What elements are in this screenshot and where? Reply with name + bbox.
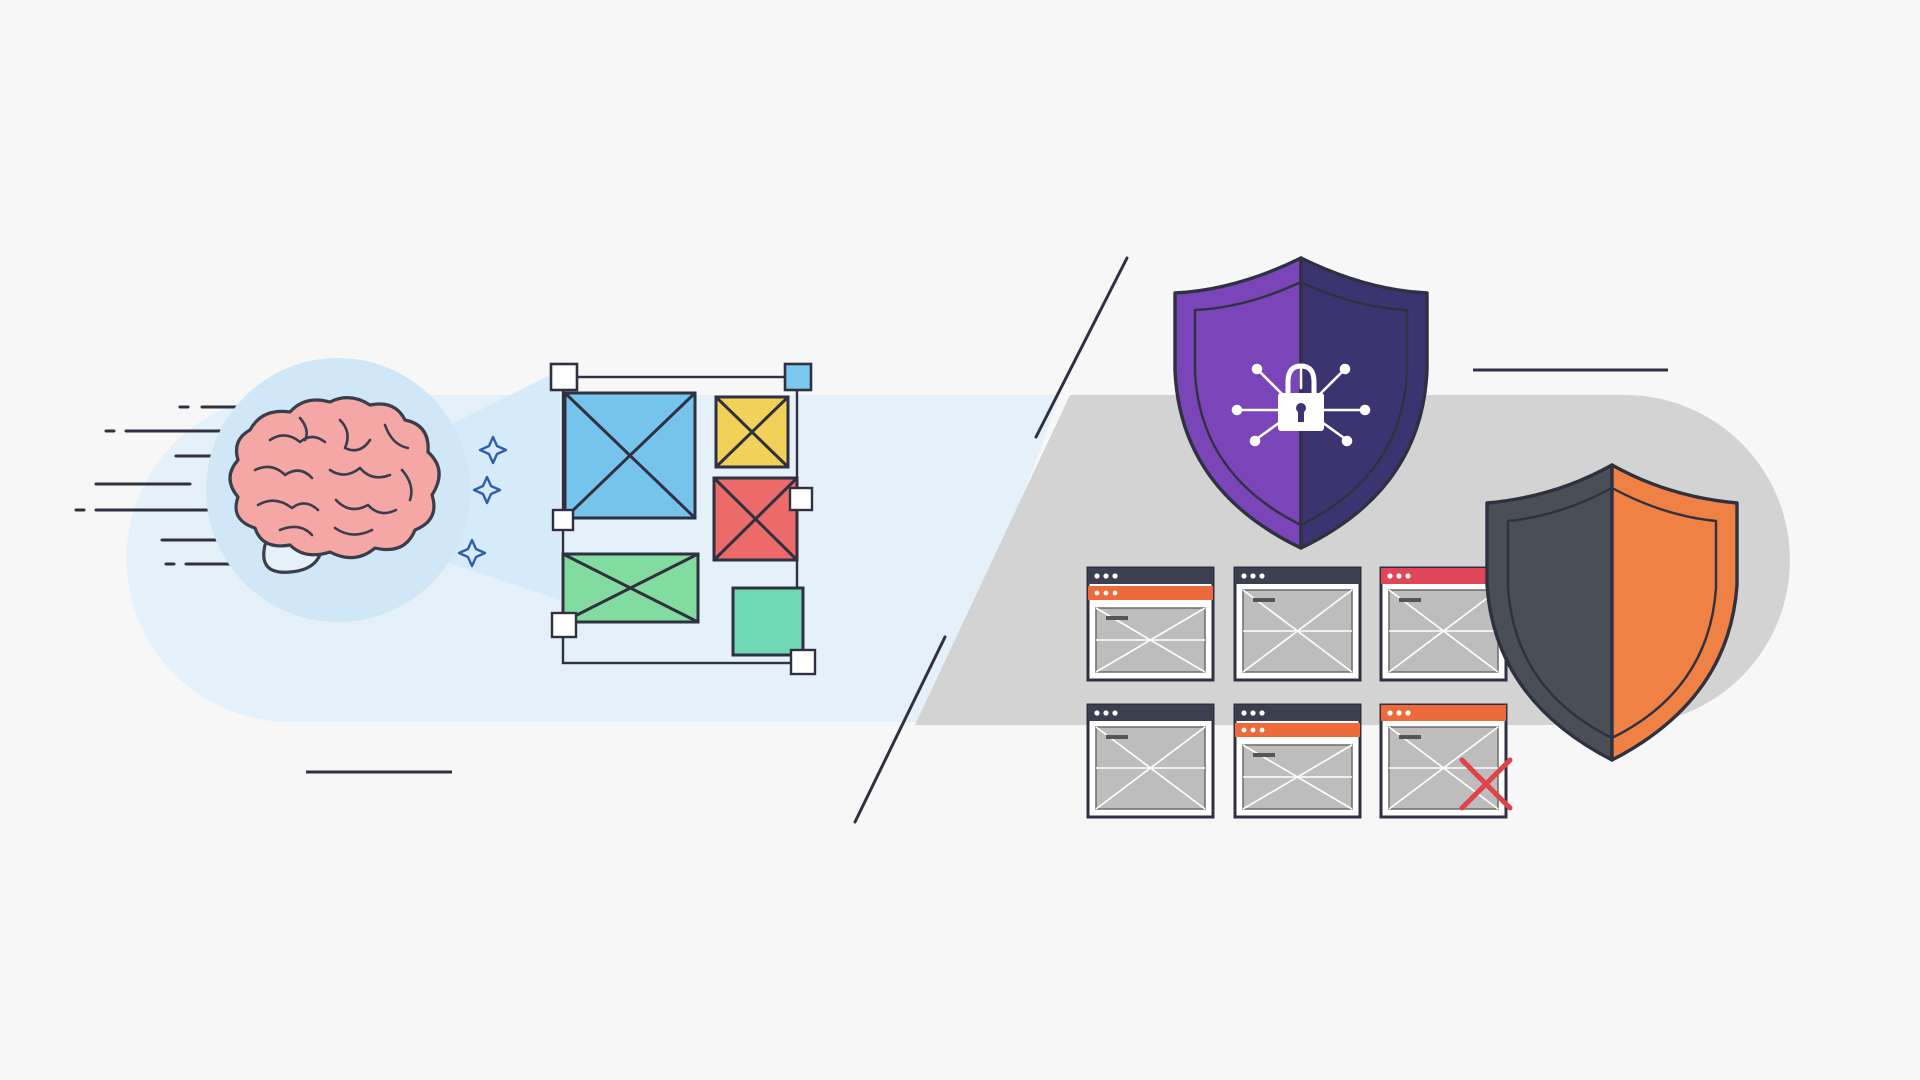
shield-lock-icon (1173, 256, 1429, 550)
wireframe-grid-icon (549, 362, 817, 676)
diagonal-divider (853, 256, 1129, 824)
browser-window-icon (1233, 566, 1362, 682)
resize-handle-top-right (783, 362, 813, 392)
resize-handle-top-left (549, 362, 579, 392)
sparkle-icon (457, 435, 508, 568)
resize-handle-mid-right (788, 486, 814, 512)
browser-window-grid (1086, 566, 1508, 819)
x-mark-icon (1459, 757, 1513, 811)
resize-handle-mid-left (551, 508, 575, 532)
resize-handle-bottom-left (550, 611, 578, 639)
brain-icon (228, 396, 441, 574)
browser-window-icon (1233, 703, 1362, 819)
wire-block-teal (731, 586, 805, 657)
shield-icon (1485, 463, 1739, 762)
lock-icon (1231, 363, 1371, 447)
browser-window-icon (1086, 703, 1215, 819)
right-panel (915, 256, 1790, 819)
browser-window-icon (1379, 703, 1508, 819)
left-panel (74, 358, 1061, 774)
browser-window-icon (1086, 566, 1215, 682)
resize-handle-bottom-right (789, 648, 817, 676)
